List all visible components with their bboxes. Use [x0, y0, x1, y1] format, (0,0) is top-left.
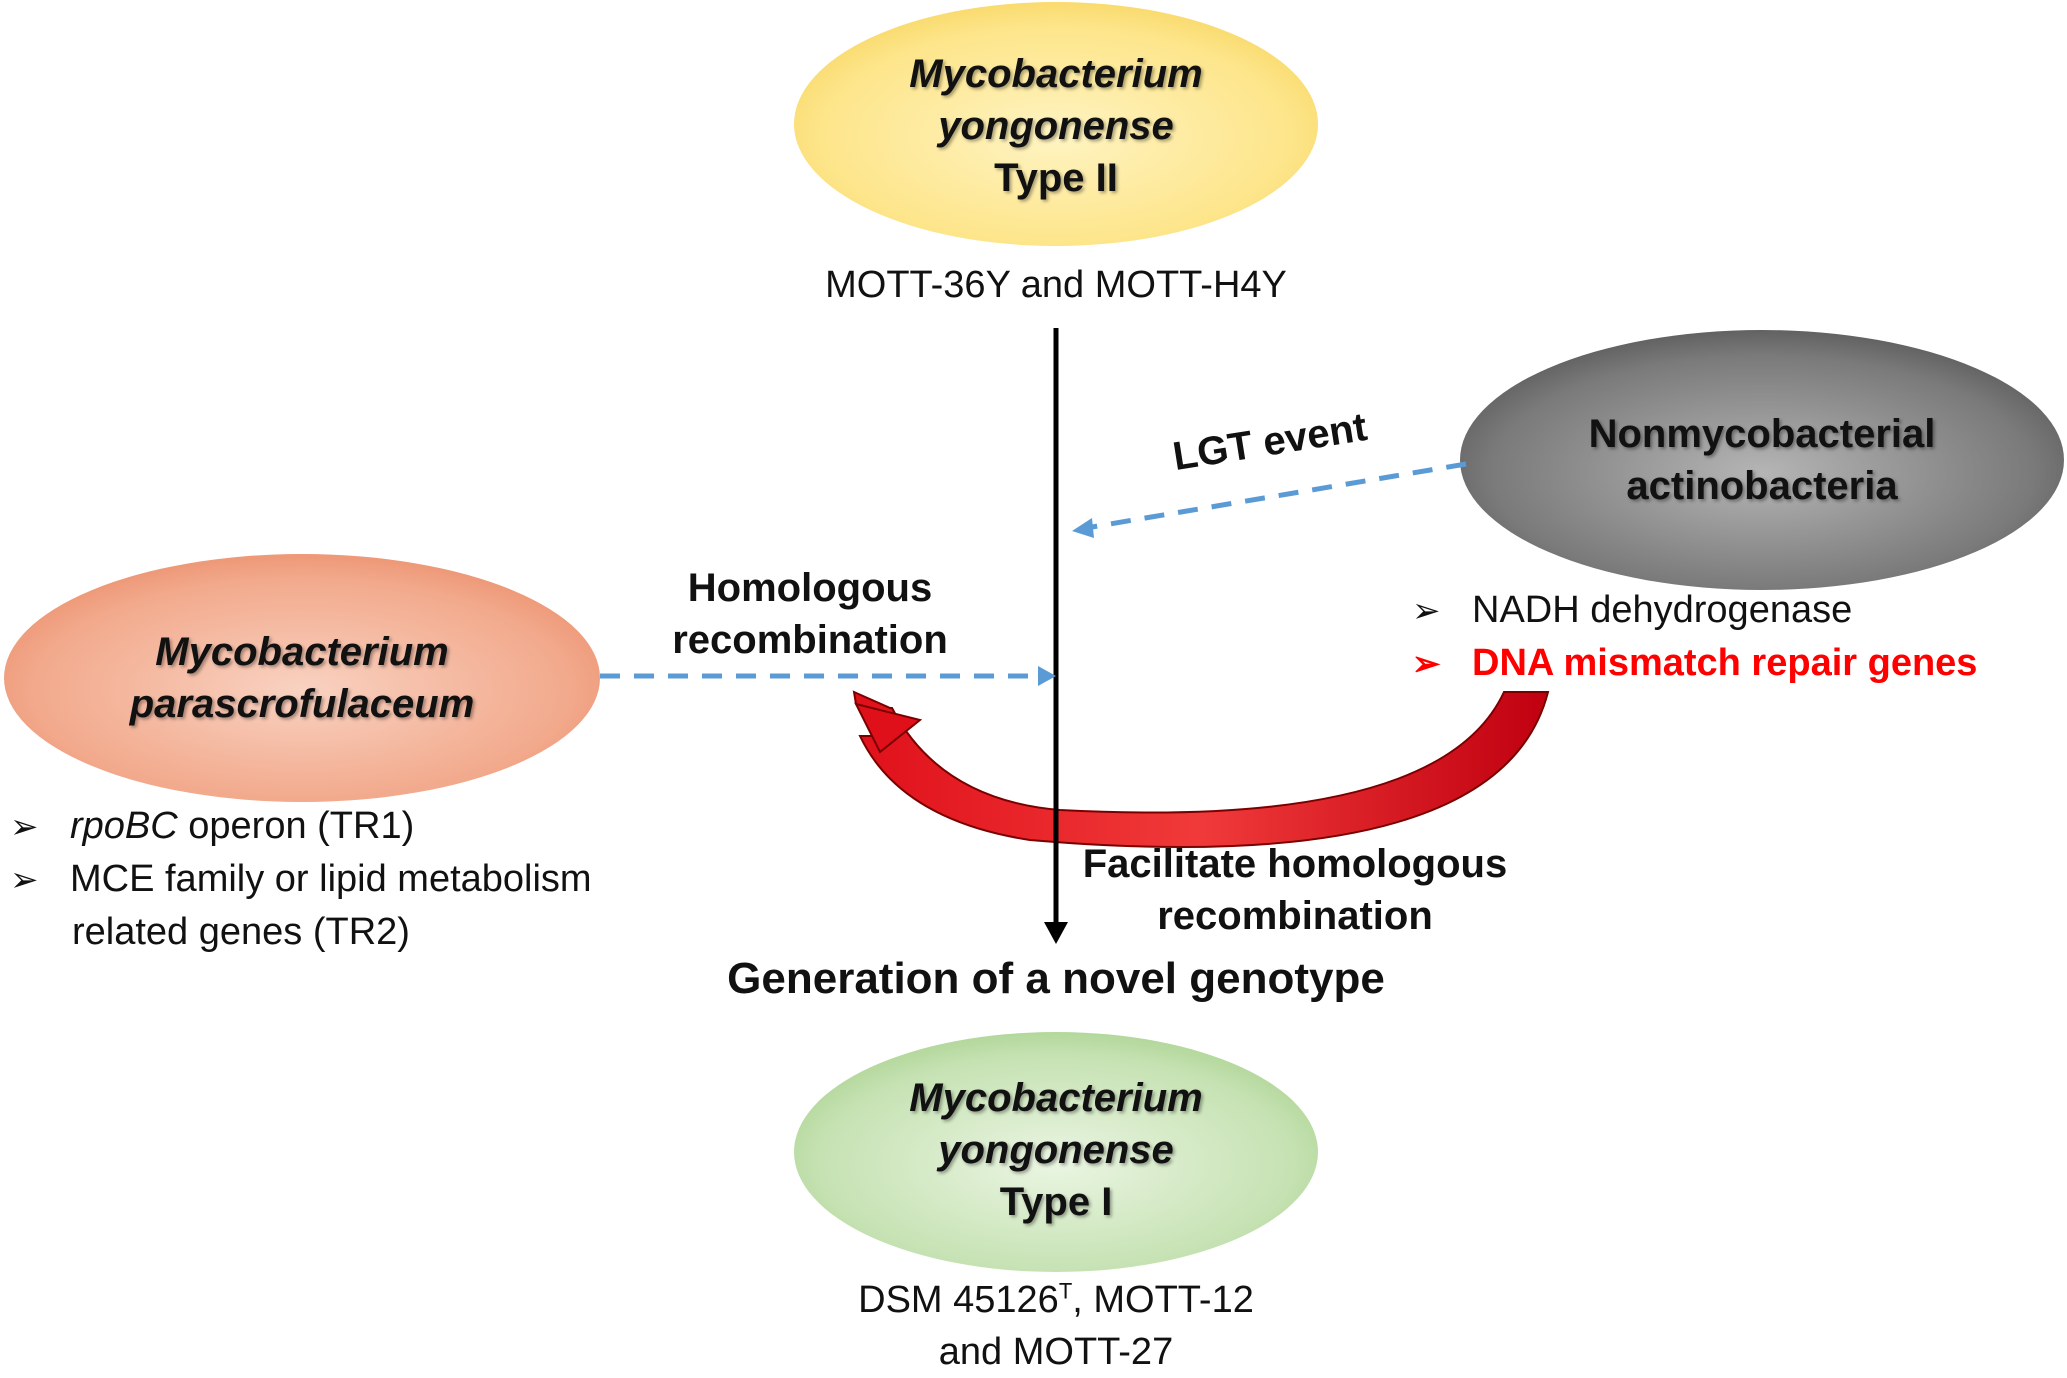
homologous-line1: Homologous [687, 566, 933, 610]
type1-ellipse [794, 1032, 1318, 1272]
lgt-dashed-arrow [1085, 461, 1467, 531]
bullet-icon: ➢ [10, 808, 39, 846]
type1-line2: yongonense [938, 1128, 1174, 1172]
type1-strains-c: and MOTT-27 [938, 1331, 1174, 1373]
red-facilitate-arrow [852, 690, 1550, 848]
main-vertical-arrowhead [1044, 922, 1068, 944]
nonmyco-label: Nonmycobacterial actinobacteria [1512, 408, 2012, 512]
type1-line3: Type I [999, 1180, 1113, 1224]
bullet-icon: ➢ [10, 861, 39, 899]
nonmyco-item-text: DNA mismatch repair genes [1472, 642, 1978, 684]
parascrof-line1: Mycobacterium [155, 630, 449, 674]
nonmyco-ellipse [1460, 330, 2064, 590]
type2-strains: MOTT-36Y and MOTT-H4Y [825, 264, 1287, 306]
bullet-icon: ➢ [1412, 592, 1441, 630]
facilitate-line2: recombination [1157, 894, 1433, 938]
parascrof-ellipse [4, 554, 600, 802]
type1-strains-sup: T [1058, 1278, 1073, 1304]
nonmyco-line1: Nonmycobacterial [1588, 412, 1936, 456]
nonmyco-line2: actinobacteria [1626, 464, 1898, 508]
homologous-arrowhead [1038, 666, 1056, 686]
parascrof-list-item: ➢ MCE family or lipid metabolism [10, 853, 592, 906]
type1-strains-b: , MOTT-12 [1072, 1279, 1254, 1321]
parascrof-label: Mycobacterium parascrofulaceum [52, 626, 552, 730]
nonmyco-item-text: NADH dehydrogenase [1472, 589, 1853, 631]
parascrof-item1-italic: rpoBC [70, 805, 178, 847]
red-arrow-head [854, 702, 923, 754]
nonmyco-gene-list: ➢ NADH dehydrogenase ➢ DNA mismatch repair… [1412, 584, 1977, 690]
type2-line2: yongonense [938, 104, 1174, 148]
nonmyco-list-item: ➢ DNA mismatch repair genes [1412, 637, 1977, 690]
nonmyco-list-item: ➢ NADH dehydrogenase [1412, 584, 1977, 637]
parascrof-gene-list: ➢ rpoBC operon (TR1) ➢ MCE family or lipid… [10, 800, 592, 958]
type2-line1: Mycobacterium [909, 52, 1203, 96]
parascrof-item2-line1: MCE family or lipid metabolism [70, 858, 592, 900]
homologous-line2: recombination [672, 618, 948, 662]
homologous-label: Homologous recombination [620, 562, 1000, 666]
type1-line1: Mycobacterium [909, 1076, 1203, 1120]
bullet-icon: ➢ [1412, 645, 1441, 683]
type2-line3: Type II [994, 156, 1118, 200]
parascrof-list-item: ➢ rpoBC operon (TR1) [10, 800, 592, 853]
parascrof-item2-line2: related genes (TR2) [72, 911, 410, 953]
parascrof-item1-rest: operon (TR1) [177, 805, 415, 847]
type1-strains: DSM 45126T, MOTT-12 and MOTT-27 [756, 1274, 1356, 1378]
type1-label: Mycobacterium yongonense Type I [856, 1072, 1256, 1228]
outcome-label: Generation of a novel genotype [727, 954, 1385, 1003]
lgt-arrowhead [1072, 518, 1094, 538]
parascrof-line2: parascrofulaceum [129, 682, 475, 726]
type1-strains-a: DSM 45126 [858, 1279, 1059, 1321]
type2-label: Mycobacterium yongonense Type II [856, 48, 1256, 204]
facilitate-label: Facilitate homologous recombination [1060, 838, 1530, 942]
type2-ellipse [794, 2, 1318, 246]
facilitate-line1: Facilitate homologous [1082, 842, 1508, 886]
